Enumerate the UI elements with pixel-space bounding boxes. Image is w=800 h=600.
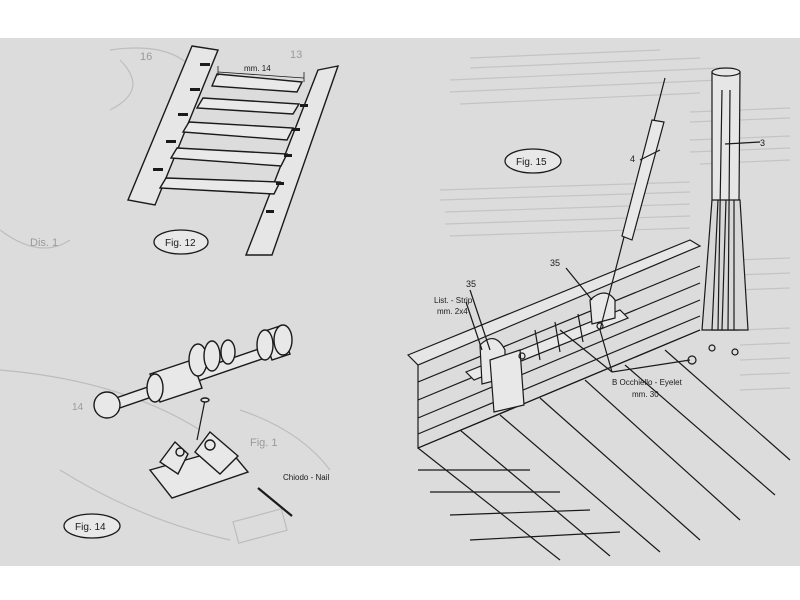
ghost-number-16: 16 bbox=[140, 51, 152, 63]
ghost-number-13: 13 bbox=[290, 49, 302, 61]
fig14-caption: Fig. 14 bbox=[75, 522, 106, 533]
fig15-caption: Fig. 15 bbox=[516, 157, 547, 168]
fig14-nail-label: Chiodo - Nail bbox=[283, 473, 329, 482]
ghost-dis-1: Dis. 1 bbox=[30, 237, 58, 249]
fig14-windlass-drawing bbox=[93, 324, 293, 517]
fig15-eyelet-label-1: B Occhiello - Eyelet bbox=[612, 378, 683, 387]
fig15-strip-label-2: mm. 2x4 bbox=[437, 307, 468, 316]
ghost-fig-1: Fig. 1 bbox=[250, 437, 278, 449]
show-through-text: 13 16 Dis. 1 Fig. 1 14 bbox=[0, 47, 791, 544]
instruction-sheet-photo: 13 16 Dis. 1 Fig. 1 14 bbox=[0, 38, 800, 566]
ghost-number-14: 14 bbox=[72, 402, 84, 413]
instruction-drawings: 13 16 Dis. 1 Fig. 1 14 bbox=[0, 45, 791, 561]
fig15-part-35-mid: 35 bbox=[466, 279, 476, 289]
fig15-part-35-top: 35 bbox=[550, 258, 560, 268]
fig15-part-4: 4 bbox=[630, 154, 635, 164]
fig12-ladder-drawing bbox=[127, 45, 340, 256]
fig12-dimension-label: mm. 14 bbox=[244, 64, 271, 73]
fig15-caption-badge: Fig. 15 bbox=[504, 148, 562, 174]
fig15-part-3: 3 bbox=[760, 138, 765, 148]
fig15-strip-label-1: List. - Strip bbox=[434, 296, 473, 305]
fig12-caption: Fig. 12 bbox=[165, 238, 196, 249]
fig14-caption-badge: Fig. 14 bbox=[63, 513, 121, 539]
fig15-eyelet-label-2: mm. 30 bbox=[632, 390, 659, 399]
fig15-deck-drawing bbox=[406, 67, 791, 561]
fig12-caption-badge: Fig. 12 bbox=[153, 229, 209, 255]
